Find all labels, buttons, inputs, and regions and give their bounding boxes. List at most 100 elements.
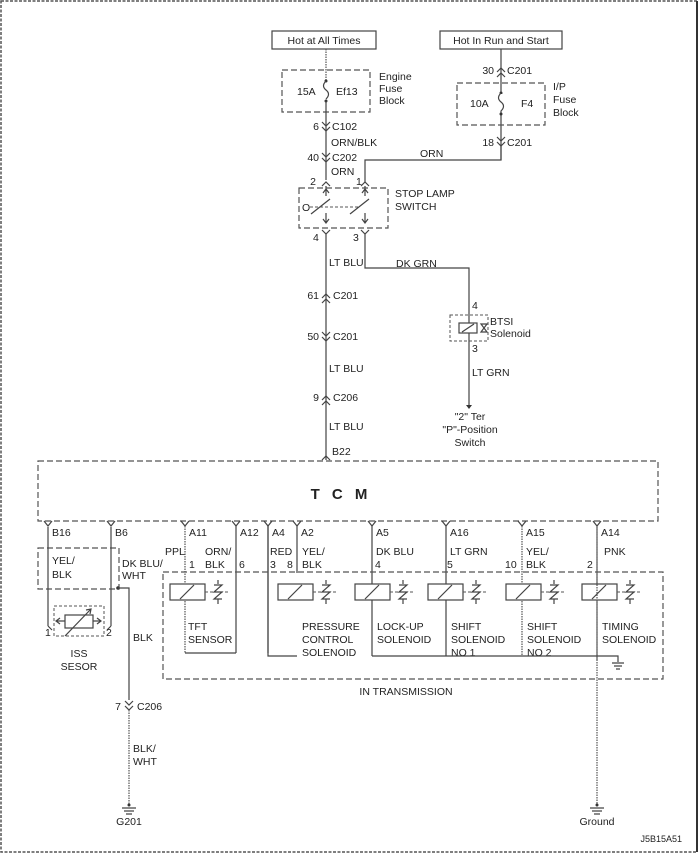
switch-pin-3: 3 [353,232,359,244]
pin-id: B16 [52,527,71,539]
btsi-pin-4: 4 [472,300,478,312]
ip-fuse-label-1: I/P [553,81,566,93]
wire-color-label: YEL/ [526,546,549,558]
ip-fuse-label-2: Fuse [553,94,577,106]
c201-30-pin: 30 [482,65,494,77]
component-label: NO 2 [527,647,552,659]
engine-fuse-label-1: Engine [379,71,412,83]
valve-icon [212,580,224,604]
switch-o-mark: O [302,202,310,214]
wire-label-blk-wht-2: WHT [133,756,157,768]
pin-id: A2 [301,527,314,539]
pin-number: 3 [270,559,276,571]
connector-c201-61: 61 C201 [307,290,358,304]
transmission-box [162,571,664,680]
ip-fuse-label-3: Block [553,107,579,119]
pin-number: 6 [239,559,245,571]
b16-wire-label-1: YEL/ [52,555,75,567]
component-label: TFT [188,621,208,633]
component-label: SOLENOID [302,647,357,659]
arrow-terminal-icon [466,405,472,409]
component-label: TIMING [602,621,639,633]
stop-lamp-switch: 2 1 O 4 3 STOP LAMP SWITCH [298,176,455,244]
wire-label-blk-wht-1: BLK/ [133,743,156,755]
connector-c202: 40 C202 [307,152,357,164]
wire-label-orn-a: ORN [331,166,354,178]
pin-id: A12 [240,527,259,539]
btsi-pin-3: 3 [472,343,478,355]
wire-dk-grn [364,234,470,408]
wire-orn-b [364,146,502,182]
connector-icon [496,67,506,78]
power-source-hot-all-times: Hot at All Times [271,30,377,50]
pin-number: 10 [505,559,517,571]
hot-all-times-label: Hot at All Times [288,35,361,47]
c201-61-name: C201 [333,290,358,302]
component-label: LOCK-UP [377,621,424,633]
valve-icon [548,580,560,604]
valve-icon [479,323,489,333]
btsi-label-2: Solenoid [490,328,531,340]
pin-id: A14 [601,527,620,539]
ground-icon [122,807,136,815]
connector-c201-50: 50 C201 [307,331,358,343]
pin-id: A16 [450,527,469,539]
tcm-pin-b6: B6 [106,520,128,539]
connector-icon [321,293,331,304]
p-position-switch-label: "2" Ter "P"-Position Switch [442,411,497,449]
ip-fuse-block: 10A F4 I/P Fuse Block [456,81,579,126]
wire-blk [118,587,130,700]
component-label: SOLENOID [602,634,657,646]
connector-icon [321,395,331,406]
connector-icon [517,520,527,527]
c201-61-pin: 61 [307,290,319,302]
wire-label-orn-blk: ORN/BLK [331,137,377,149]
connector-icon [592,520,602,527]
switch-pin-2: 2 [310,176,316,188]
pin-id: B6 [115,527,128,539]
tcm-pin-a2: A2 [292,520,314,573]
wire-label-dk-grn: DK GRN [396,258,437,270]
component-label: NO 1 [451,647,476,659]
c206-9-pin: 9 [313,392,319,404]
iss-pin-2: 2 [106,627,112,639]
iss-pin-1: 1 [45,627,51,639]
transmission-label: IN TRANSMISSION [359,686,452,698]
switch-pin-4: 4 [313,232,319,244]
wire-color-label: PPL [165,546,185,558]
c201-18-name: C201 [507,137,532,149]
connector-icon [263,520,273,527]
g201-label: G201 [116,816,142,828]
c102-name: C102 [332,121,357,133]
tcm-label: T C M [311,486,372,503]
valve-icon [624,580,636,604]
switch-label-2: SWITCH [395,201,436,213]
wire-label-lt-blu-3: LT BLU [329,421,364,433]
dest-line-2: "P"-Position [442,424,497,436]
c201-18-pin: 18 [482,137,494,149]
wire-label-lt-grn: LT GRN [472,367,510,379]
switch-pin-1: 1 [356,176,362,188]
power-source-hot-run-start: Hot In Run and Start [439,30,563,50]
ground-icon [612,662,624,670]
connector-icon [231,520,241,527]
ground-label: Ground [579,816,614,828]
component-label: PRESSURE [302,621,360,633]
c102-pin: 6 [313,121,319,133]
connector-icon [180,520,190,527]
pin-number: 1 [189,559,195,571]
pin-number: 2 [587,559,593,571]
transmission-components: TFTSENSORPRESSURECONTROLSOLENOIDLOCK-UPS… [169,580,657,659]
connector-icon [321,331,331,342]
ground-icon [590,807,604,815]
component-label: SOLENOID [451,634,506,646]
component-label: SOLENOID [527,634,582,646]
f4-rating: 10A [470,98,489,110]
ef13-rating: 15A [297,86,316,98]
wire-color-label: YEL/ [302,546,325,558]
connector-c206-7: 7 C206 [115,700,162,713]
